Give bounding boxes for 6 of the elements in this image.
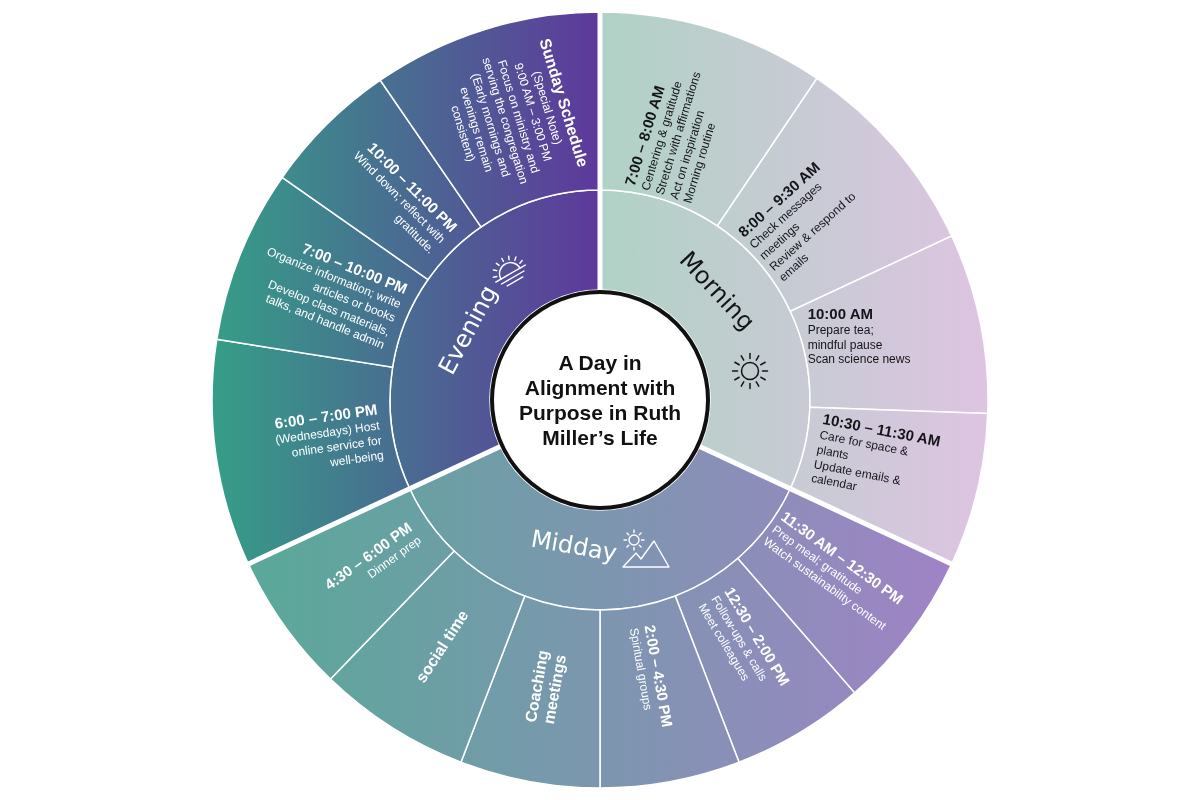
activity-text: Prepare tea; mindful pause: [807, 323, 884, 353]
segment-heading: Coaching meetings: [520, 647, 570, 728]
title-text: A Day in Alignment with Purpose in Ruth Miller’s Life: [517, 349, 683, 451]
activity-text: Scan science news: [807, 352, 911, 367]
section-label: Midday: [529, 525, 620, 567]
segment-heading: 10:00 AM: [807, 304, 873, 323]
